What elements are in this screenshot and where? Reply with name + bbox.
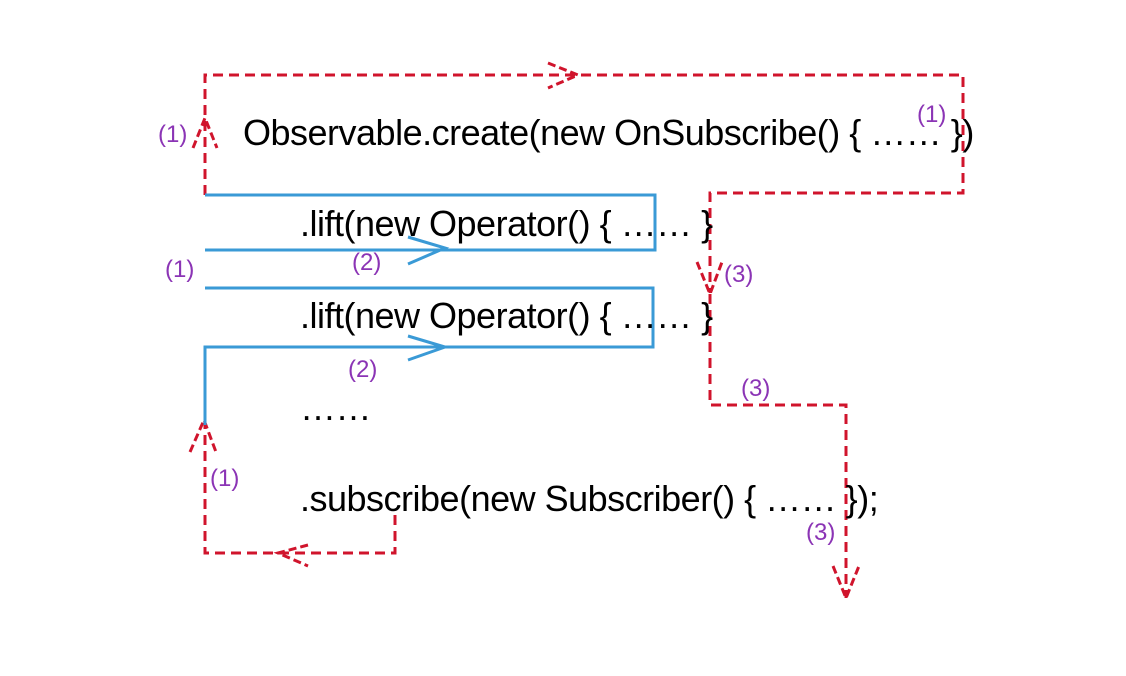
step-label-2-first: (2) — [352, 249, 381, 276]
arrowhead-up-lower-left — [188, 416, 218, 453]
step-label-1-middle: (1) — [165, 256, 194, 283]
step-label-3-third: (3) — [806, 519, 835, 546]
arrowhead-up-top-left — [191, 113, 219, 149]
code-line-subscribe: .subscribe(new Subscriber() { …… }); — [300, 478, 878, 519]
step-label-3-second: (3) — [741, 375, 770, 402]
code-line-create: Observable.create(new OnSubscribe() { ……… — [243, 112, 974, 153]
subscribe-return-path — [203, 425, 397, 555]
arrowhead-right-lower — [407, 334, 450, 362]
emission-chain-downward — [695, 261, 861, 602]
step-label-1-top-left: (1) — [158, 121, 187, 148]
lift-flow-upper — [205, 193, 657, 252]
code-line-lift-2: .lift(new Operator() { …… } — [300, 295, 713, 336]
arrowhead-left-bottom — [273, 543, 309, 568]
subscribe-chain-upward — [188, 61, 965, 568]
step-label-1-bottom: (1) — [210, 465, 239, 492]
arrowhead-right-top — [547, 61, 582, 90]
step-label-2-second: (2) — [348, 356, 377, 383]
code-block: Observable.create(new OnSubscribe() { ……… — [243, 112, 974, 519]
create-upward-path — [203, 73, 965, 293]
code-line-ellipsis: …… — [300, 387, 371, 428]
lift-operator-flow — [203, 193, 657, 425]
emission-downward-path — [708, 294, 848, 598]
step-labels: (1) (1) (1) (1) (2) (2) (3) (3) (3) — [158, 101, 946, 546]
arrowhead-right-upper — [407, 235, 450, 266]
lift-flow-lower — [203, 286, 655, 425]
step-label-1-top-right: (1) — [917, 101, 946, 128]
code-line-lift-1: .lift(new Operator() { …… } — [300, 203, 713, 244]
step-label-3-first: (3) — [724, 261, 753, 288]
